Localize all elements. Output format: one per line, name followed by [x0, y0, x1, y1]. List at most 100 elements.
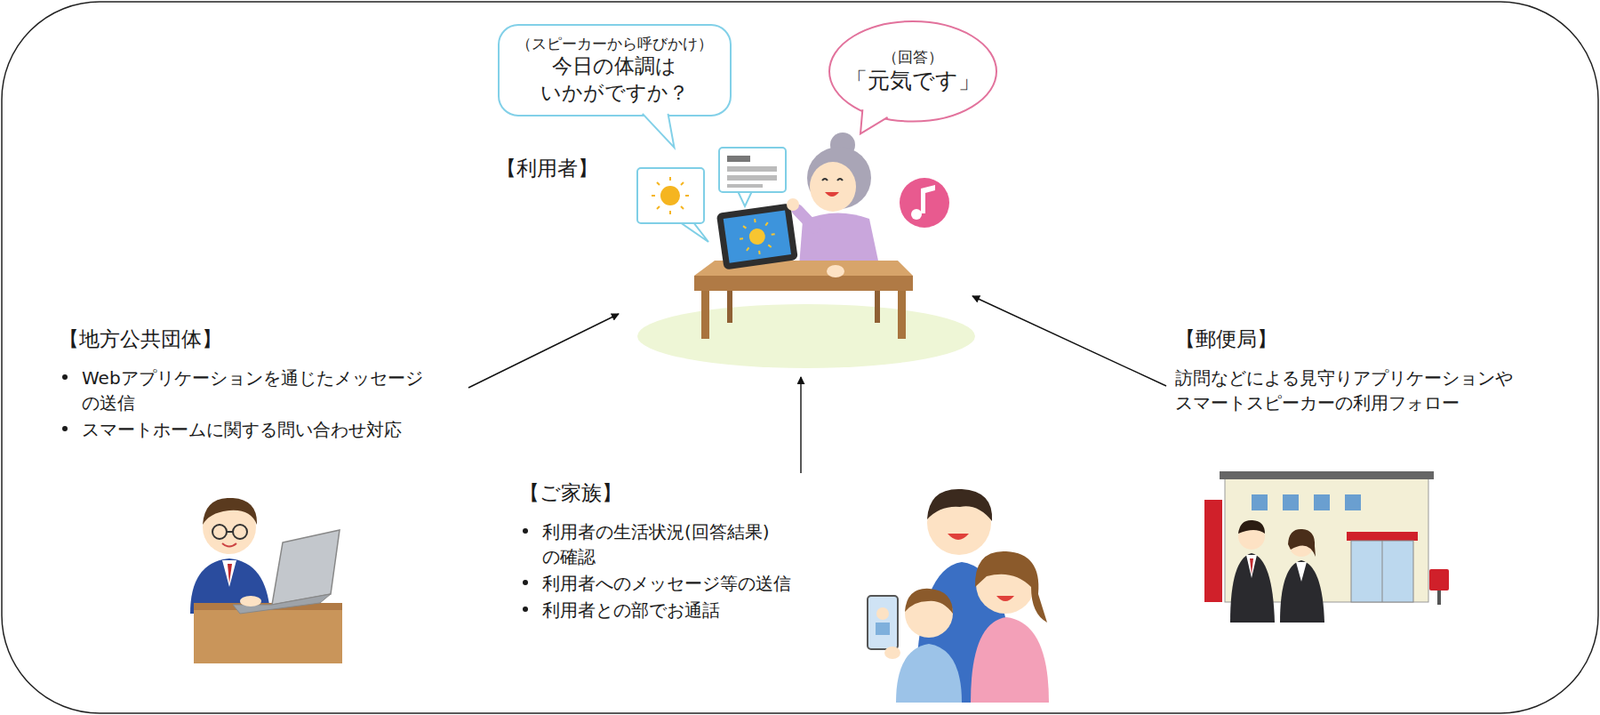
bullet-dot — [62, 425, 68, 432]
user-figure-part — [660, 185, 680, 206]
bullet-item: 利用者との部でお通話 — [522, 597, 809, 623]
bubble-note: （回答） — [845, 47, 981, 67]
bullet-item: Webアプリケーションを通じたメッセージ の送信 — [62, 365, 460, 416]
bullet-dot — [522, 528, 528, 534]
user-area: 【利用者】 — [622, 133, 969, 374]
family-figure-part — [947, 533, 969, 540]
user-figure-part-part — [716, 202, 799, 270]
post-office-figure-part — [1230, 552, 1275, 623]
answer-bubble: （回答）「元気です」 — [840, 43, 986, 100]
officer-figure-part — [232, 593, 331, 614]
officer-figure-part — [240, 595, 262, 607]
bullet-dot — [62, 374, 68, 380]
user-figure-part — [822, 178, 828, 181]
family-figure-part — [927, 488, 992, 521]
officer-figure-part — [202, 497, 257, 525]
post-office-figure-part — [1346, 531, 1418, 541]
user-figure-part — [920, 184, 936, 214]
actor-group: 【地方公共団体】 Webアプリケーションを通じたメッセージ の送信スマートホームに… — [55, 324, 464, 446]
duty-text: Webアプリケーションを通じたメッセージ の送信 — [81, 365, 460, 416]
user-figure-part — [727, 155, 751, 162]
post-office-figure-part — [1288, 528, 1316, 557]
bullet-dot — [522, 606, 528, 612]
speech-bubble: （スピーカーから呼びかけ）今日の体調は いかがですか？ — [498, 24, 731, 116]
post-office-figure-part — [1351, 540, 1414, 602]
post-office-figure-part — [1204, 499, 1223, 602]
user-figure-part — [911, 208, 922, 220]
duty-text: 訪問などによる見守りアプリケーションや スマートスピーカーの利用フォロー — [1175, 365, 1540, 416]
user-figure-part — [637, 304, 976, 368]
family-figure-part — [867, 595, 898, 649]
duty-text: 利用者の生活状況(回答結果) の確認 — [542, 519, 809, 569]
arrow-connector — [468, 313, 619, 388]
post-office-figure-part — [1437, 588, 1441, 605]
user-figure-part — [680, 222, 709, 242]
role-heading: 【ご家族】 — [519, 480, 809, 507]
family-figure-part — [896, 643, 962, 703]
user-figure-part — [727, 290, 733, 323]
user-figure-part — [826, 264, 845, 278]
bubble-note: （スピーカーから呼びかけ） — [516, 33, 713, 54]
post-office-figure-part — [1249, 558, 1254, 575]
officer-figure-part — [212, 524, 227, 539]
actor-group: 【ご家族】利用者の生活状況(回答結果) の確認利用者へのメッセージ等の送信利用者… — [515, 478, 813, 626]
family-figure-part — [975, 551, 1048, 623]
bubble-tail — [641, 113, 674, 148]
duty-text: 利用者へのメッセージ等の送信 — [542, 570, 809, 596]
user-figure-part — [824, 192, 840, 197]
user-figure-part — [786, 198, 800, 211]
bubble-text: 「元気です」 — [845, 66, 981, 96]
actor-group: 【郵便局】訪問などによる見守りアプリケーションや スマートスピーカーの利用フォロ… — [1171, 324, 1544, 417]
user-figure-part — [637, 168, 704, 224]
officer-figure-part — [227, 563, 232, 584]
bubble-text: 今日の体調は いかがですか？ — [536, 53, 693, 107]
post-office-figure-part — [1238, 520, 1265, 534]
user-figure-part — [737, 191, 752, 207]
bullet-item: 利用者へのメッセージ等の送信 — [522, 570, 809, 596]
user-figure-part — [651, 176, 689, 215]
bullet-item: スマートホームに関する問い合わせ対応 — [62, 416, 460, 442]
role-heading: 【地方公共団体】 — [58, 326, 460, 353]
duty-text: 利用者との部でお通話 — [542, 597, 809, 623]
post-office-figure-part — [1344, 494, 1361, 511]
officer-figure-part — [222, 543, 237, 547]
family-figure — [867, 488, 1049, 703]
family-figure-part — [970, 616, 1049, 703]
user-figure-part — [694, 275, 913, 291]
user-figure-part — [716, 202, 799, 270]
user-figure-part-part — [736, 216, 777, 256]
user-figure-part — [701, 290, 710, 339]
family-figure-part — [875, 622, 890, 635]
duty-text: スマートホームに関する問い合わせ対応 — [81, 416, 460, 442]
user-figure-part-part — [748, 227, 767, 246]
bubble-tail — [860, 109, 888, 134]
post-office-figure-part — [1313, 494, 1330, 511]
user-figure — [637, 132, 976, 368]
officer-figure — [190, 497, 343, 664]
user-figure-part — [727, 184, 763, 188]
role-heading: 【郵便局】 — [1175, 326, 1540, 353]
user-figure-part — [727, 166, 777, 172]
arrow-connector — [972, 296, 1167, 386]
bubble-body — [829, 21, 997, 122]
officer-figure-part — [232, 524, 248, 539]
post-office-figure-part — [1382, 540, 1384, 602]
user-figure-part — [899, 177, 950, 228]
arrow-connector — [800, 376, 801, 473]
family-figure-part — [904, 588, 953, 614]
post-office-figure-part — [1296, 561, 1307, 582]
officer-figure-part — [226, 530, 233, 533]
officer-figure-part — [222, 560, 237, 587]
role-heading: 【利用者】 — [496, 154, 599, 183]
user-figure-part — [897, 290, 906, 339]
user-figure-part — [809, 161, 856, 212]
family-figure-part — [996, 595, 1015, 601]
post-office-figure-part — [1280, 560, 1325, 623]
post-office-figure-part — [1251, 494, 1268, 511]
post-office-figure-part — [1429, 568, 1449, 591]
post-office-figure-part — [1282, 494, 1299, 511]
officer-figure-part — [272, 529, 340, 605]
